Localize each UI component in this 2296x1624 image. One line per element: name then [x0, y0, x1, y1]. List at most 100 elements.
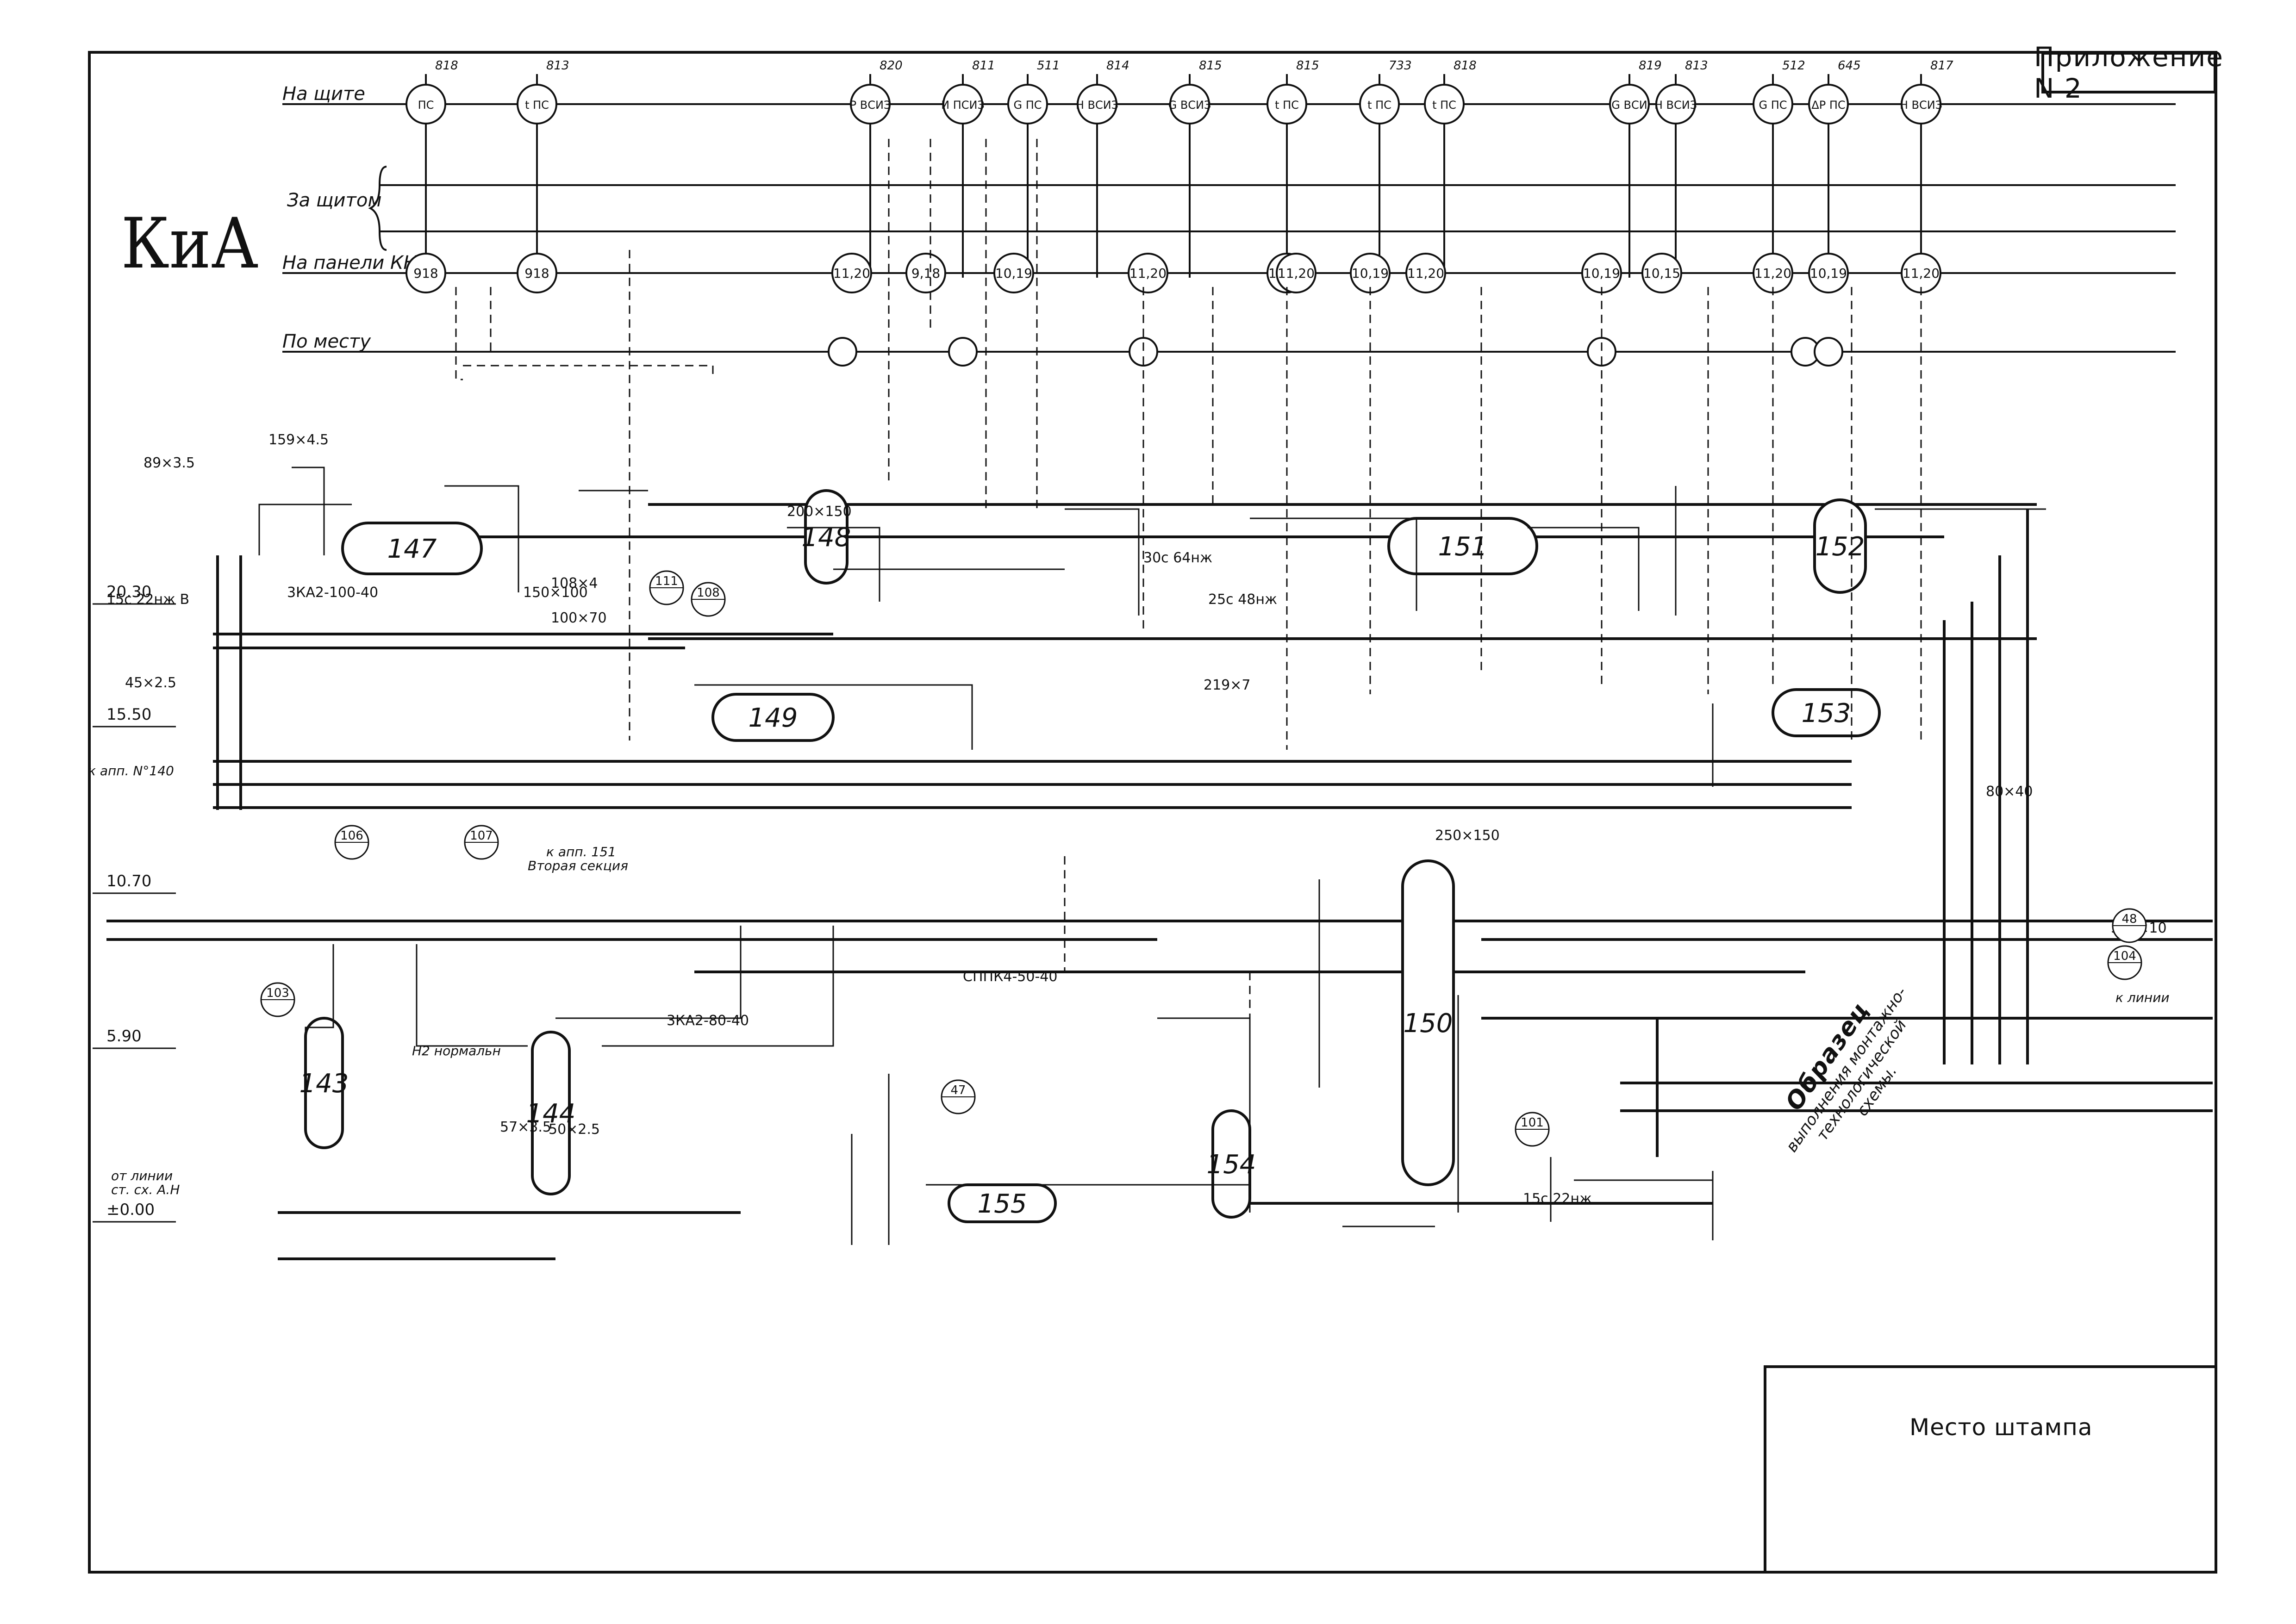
pipe-label: 100×70: [551, 610, 607, 626]
line-note: к апп. N°140: [88, 763, 174, 778]
panel-circle-label: 10,19: [995, 266, 1032, 281]
panel-circle-label: 11,20: [1903, 266, 1940, 281]
valve-label: 15с 22нж В: [106, 591, 189, 608]
instrument-tag: 813: [1685, 59, 1708, 73]
panel-circle-label: 11,20: [1129, 266, 1167, 281]
valve-label: 25с 48нж: [1208, 591, 1277, 608]
row-label-local: По месту: [282, 331, 371, 352]
pipe-label: 50×2.5: [549, 1121, 600, 1138]
instrument-circle-811: [942, 84, 983, 124]
panel-circle: [831, 253, 872, 293]
panel-circle-label: 11,20: [1754, 266, 1791, 281]
column-150: [1401, 859, 1455, 1186]
instrument-code: Н ВСИЗ: [1076, 99, 1118, 112]
line-note: Н2 нормальн: [412, 1043, 501, 1058]
instrument-code: t ПС: [1432, 99, 1456, 112]
instrument-code: t ПС: [525, 99, 549, 112]
pipe-label: 80×40: [1986, 784, 2033, 800]
equipment-tag: 147: [387, 534, 437, 564]
line-note: от линии: [111, 1168, 173, 1183]
panel-circle-label: 918: [524, 266, 549, 281]
code-bubble-number: 48: [2121, 912, 2137, 926]
instrument-circle-817: [1901, 84, 1941, 124]
valve-label: 3КА2-80-40: [667, 1013, 749, 1029]
equipment-tag: 152: [1816, 532, 1865, 562]
instrument-tag: 817: [1930, 59, 1953, 73]
instrument-code: t ПС: [1275, 99, 1299, 112]
instrument-code: Н ВСИЗ: [1900, 99, 1942, 112]
panel-circle-label: 10,15: [1643, 266, 1680, 281]
pipe-label: 219×7: [1204, 677, 1250, 693]
row-label-on-board: На щите: [282, 83, 365, 105]
instrument-tag: 815: [1199, 59, 1222, 73]
valve-label: 15с 22нж: [1523, 1191, 1592, 1207]
panel-circle-label: 10,19: [1583, 266, 1620, 281]
instrument-code: G ПС: [1759, 99, 1787, 112]
instrument-code: G ПС: [1013, 99, 1042, 112]
drawing-frame: [88, 51, 2217, 1574]
drawing-title: КиА: [121, 204, 259, 284]
instrument-circle-815: [1267, 84, 1307, 124]
instrument-level-lines: [282, 103, 2176, 353]
panel-circle: [993, 253, 1034, 293]
vessel-153: [1772, 688, 1881, 737]
instrument-circle-733: [1359, 84, 1400, 124]
panel-circle: [1641, 253, 1682, 293]
elevation-label: 20.30: [106, 583, 151, 601]
line-note: Вторая секция: [528, 858, 628, 873]
instrument-code: P ВСИЗ: [850, 99, 891, 112]
code-bubble-number: 47: [950, 1083, 966, 1097]
instrument-circle-512: [1753, 84, 1793, 124]
code-bubble-number: 107: [470, 829, 493, 843]
instrument-tag: 512: [1782, 59, 1805, 73]
elevation-label: ±0.00: [106, 1201, 155, 1219]
code-bubble-number: 104: [2113, 949, 2136, 963]
panel-circle: [406, 253, 446, 293]
equipment-tag: 149: [749, 703, 798, 733]
instrument-tag: 818: [1454, 59, 1477, 73]
panel-circle-label: 11,20: [833, 266, 870, 281]
pipe-label: 45×2.5: [125, 675, 176, 691]
instrument-code: G ВСИЗ: [1168, 99, 1211, 112]
instrument-circle-813: [517, 84, 557, 124]
panel-circle: [1808, 253, 1849, 293]
panel-circle: [517, 253, 557, 293]
instrument-code: ПС: [418, 99, 434, 112]
pipe-label: 150×100: [523, 585, 588, 601]
instrument-circle-511: [1007, 84, 1048, 124]
valve-label: 3КА2-100-40: [287, 585, 378, 601]
panel-circle-label: 11,20: [1278, 266, 1315, 281]
elevation-marks: [93, 603, 176, 1223]
local-instrument-circle: [1587, 337, 1616, 367]
panel-circle: [1276, 253, 1316, 293]
local-instrument-circle: [948, 337, 978, 367]
code-bubble-number: 111: [655, 574, 678, 588]
line-note: ст. сх. А.Н: [111, 1182, 180, 1197]
pipe-label: 89×3.5: [144, 455, 195, 471]
column-148: [804, 489, 849, 585]
code-bubble-number: 101: [1521, 1116, 1544, 1130]
dashed-signal-lines: [455, 139, 1922, 1064]
equipment-tag: 155: [978, 1189, 1027, 1219]
pipe-label: 200×150: [787, 504, 852, 520]
instrument-tag: 811: [972, 59, 995, 73]
instrument-tag: 815: [1296, 59, 1319, 73]
code-bubble-number: 103: [266, 986, 289, 1000]
equipment-tag: 150: [1404, 1008, 1453, 1039]
equipment-tag: 153: [1802, 698, 1851, 728]
column-144: [531, 1031, 571, 1195]
vessel-149: [711, 693, 835, 742]
stamp-place-label: Место штампа: [1909, 1414, 2093, 1441]
instrument-tag: 511: [1037, 59, 1060, 73]
instrument-circle-818: [406, 84, 446, 124]
valve-label: 30с 64нж: [1143, 550, 1212, 566]
instrument-tag: 733: [1389, 59, 1412, 73]
panel-circle: [1128, 253, 1168, 293]
code-bubble-number: 108: [697, 586, 720, 600]
vessel-147: [341, 522, 483, 575]
instrument-code: ΔP ПС: [1811, 99, 1845, 112]
local-instrument-circle: [1129, 337, 1158, 367]
